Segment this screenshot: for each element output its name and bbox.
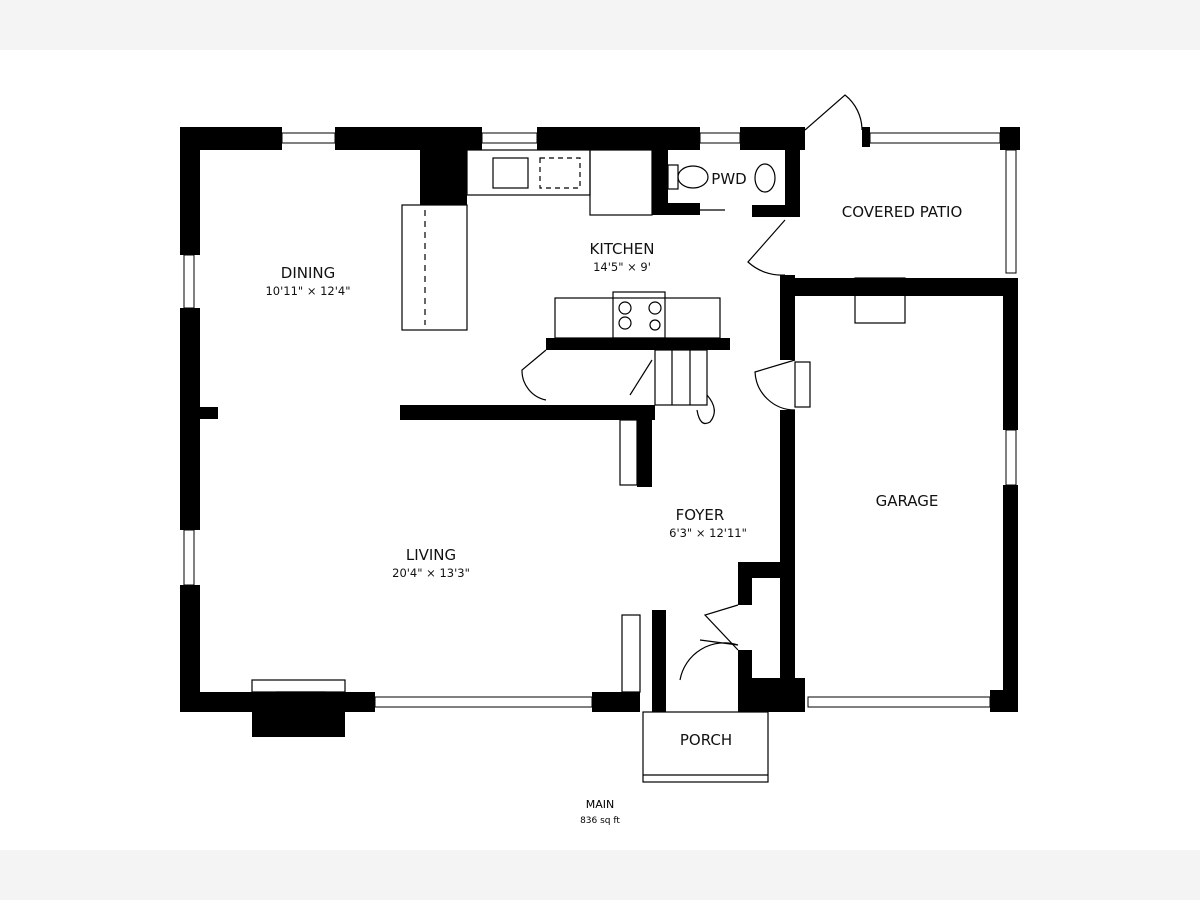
bottom-margin-band: [0, 850, 1200, 900]
room-label-pwd: PWD: [711, 170, 746, 188]
room-label-living: LIVING: [406, 546, 456, 564]
floor-name: MAIN: [586, 798, 615, 811]
room-label-porch: PORCH: [680, 731, 732, 749]
room-label-garage: GARAGE: [876, 492, 939, 510]
room-dims-foyer: 6'3" × 12'11": [669, 526, 747, 540]
room-label-covered-patio: COVERED PATIO: [842, 203, 963, 221]
room-dims-kitchen: 14'5" × 9': [593, 260, 651, 274]
top-margin-band: [0, 0, 1200, 50]
room-dims-living: 20'4" × 13'3": [392, 566, 470, 580]
room-dims-dining: 10'11" × 12'4": [265, 284, 350, 298]
room-label-kitchen: KITCHEN: [590, 240, 655, 258]
floor-area: 836 sq ft: [580, 816, 620, 826]
room-label-foyer: FOYER: [676, 506, 725, 524]
windows: [183, 132, 1017, 708]
room-label-dining: DINING: [281, 264, 335, 282]
doors: [521, 94, 863, 681]
fixtures: [251, 149, 906, 783]
walls: [180, 127, 1020, 737]
